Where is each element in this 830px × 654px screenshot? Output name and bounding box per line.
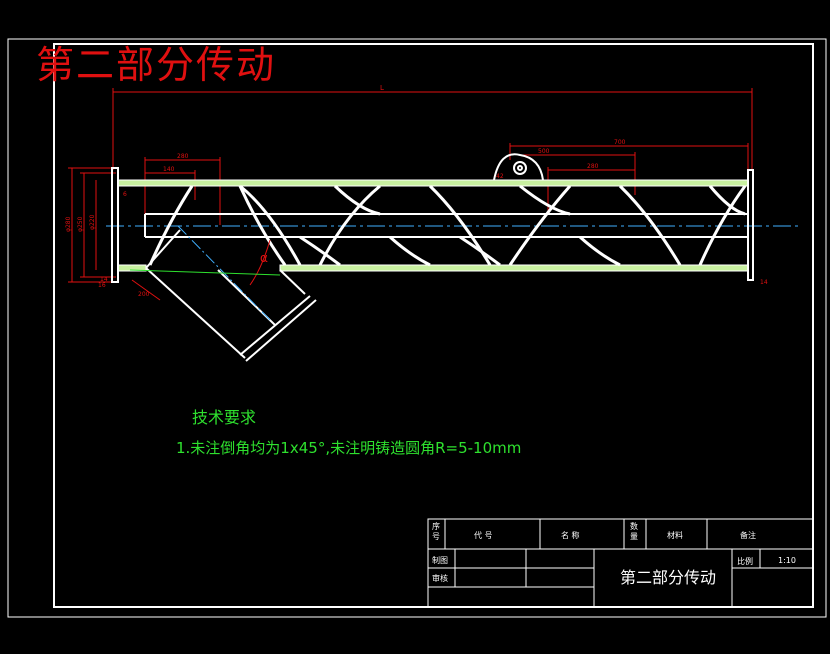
screw-flights <box>148 184 747 267</box>
screw-shaft <box>144 213 748 238</box>
dimension-label-dia-3: φ220 <box>89 214 96 230</box>
dimension-label-14-left: 14 <box>100 276 108 283</box>
dimension-overall-length <box>112 88 753 170</box>
dimension-label-42: 42 <box>496 173 504 180</box>
flange-left <box>111 167 119 283</box>
dimension-label-dia-2: φ250 <box>77 216 84 232</box>
outer-frame <box>7 38 827 618</box>
tech-requirements-title: 技术要求 <box>192 408 257 427</box>
tb-scale-label: 比例 <box>737 557 753 566</box>
weld-line <box>129 269 281 276</box>
dimension-label-140: 140 <box>163 166 175 173</box>
dimension-label-dia-1: φ280 <box>65 216 72 232</box>
tb-drawing-title: 第二部分传动 <box>620 568 717 587</box>
tb-scale-value: 1:10 <box>778 556 796 565</box>
dimension-label-L: L <box>380 84 384 92</box>
dimension-left-diameters <box>68 167 116 283</box>
dimension-label-200: 200 <box>138 291 150 298</box>
tb-name: 名 称 <box>561 531 580 540</box>
page-title: 第二部分传动 <box>36 43 277 87</box>
tb-material: 材料 <box>667 531 683 540</box>
tech-requirements-line-1: 1.未注倒角均为1x45°,未注明铸造圆角R=5-10mm <box>176 439 522 457</box>
dimension-label-16: 16 <box>98 282 106 289</box>
dimension-label-280-right: 280 <box>587 163 599 170</box>
dimension-label-700: 700 <box>614 139 626 146</box>
angle-arc <box>249 239 271 286</box>
dimension-label-6: 6 <box>123 191 127 198</box>
dimension-500 <box>520 152 636 195</box>
inlet-dim-200 <box>131 279 161 301</box>
dimension-280-right <box>547 167 635 215</box>
dimension-label-14-right: 14 <box>760 279 768 286</box>
tb-checked: 审核 <box>432 574 448 583</box>
angle-label: α <box>260 251 268 265</box>
tb-seq: 序号 <box>432 522 440 541</box>
flange-right <box>747 169 754 281</box>
outlet-nozzle <box>493 153 544 181</box>
dimension-label-280-left: 280 <box>177 153 189 160</box>
tb-drawn: 制图 <box>432 556 448 565</box>
dimension-label-500: 500 <box>538 148 550 155</box>
tb-code: 代 号 <box>474 531 493 540</box>
tb-qty: 数量 <box>630 522 638 541</box>
tb-remark: 备注 <box>740 531 756 540</box>
